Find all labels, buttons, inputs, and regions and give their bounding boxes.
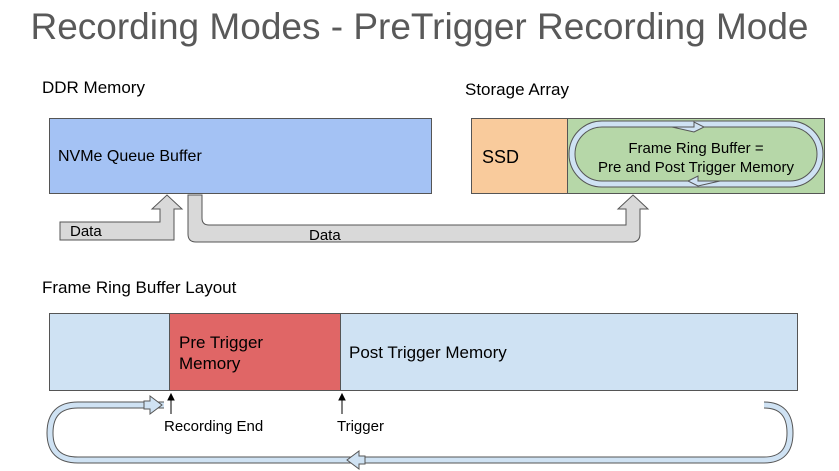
- recording-end-marker: [167, 392, 175, 414]
- ddr-memory-heading: DDR Memory: [42, 78, 145, 97]
- data-in-arrow: [59, 194, 184, 241]
- data-out-label: Data: [309, 227, 341, 244]
- layout-arrow-bottom: [346, 450, 366, 470]
- ring-buffer-label-line2: Pre and Post Trigger Memory: [598, 159, 794, 176]
- pre-trigger-label-line1: Pre Trigger: [179, 333, 264, 352]
- post-trigger-memory-label: Post Trigger Memory: [349, 343, 507, 362]
- trigger-marker: [338, 392, 346, 414]
- pre-trigger-label-line2: Memory: [179, 354, 241, 373]
- ring-buffer-label-line1: Frame Ring Buffer =: [628, 140, 764, 157]
- nvme-queue-buffer-box: NVMe Queue Buffer: [49, 118, 432, 194]
- layout-heading: Frame Ring Buffer Layout: [42, 278, 237, 297]
- data-in-label: Data: [70, 223, 102, 240]
- storage-array-heading: Storage Array: [465, 80, 569, 99]
- frame-ring-buffer-text: Frame Ring Buffer = Pre and Post Trigger…: [567, 139, 825, 177]
- trigger-label: Trigger: [337, 418, 384, 435]
- data-out-arrow: [187, 194, 650, 243]
- ssd-box: SSD: [471, 118, 568, 194]
- page-title: Recording Modes - PreTrigger Recording M…: [30, 6, 809, 47]
- ring-arrow-bottom: [686, 175, 721, 187]
- ssd-label: SSD: [482, 147, 520, 167]
- ring-arrow-top: [671, 121, 706, 133]
- layout-ring-loop: [46, 401, 794, 464]
- recording-end-label: Recording End: [164, 418, 264, 435]
- pre-trigger-memory-segment: Pre Trigger Memory: [169, 313, 341, 391]
- layout-arrow-top: [143, 395, 163, 415]
- nvme-queue-buffer-label: NVMe Queue Buffer: [58, 148, 202, 165]
